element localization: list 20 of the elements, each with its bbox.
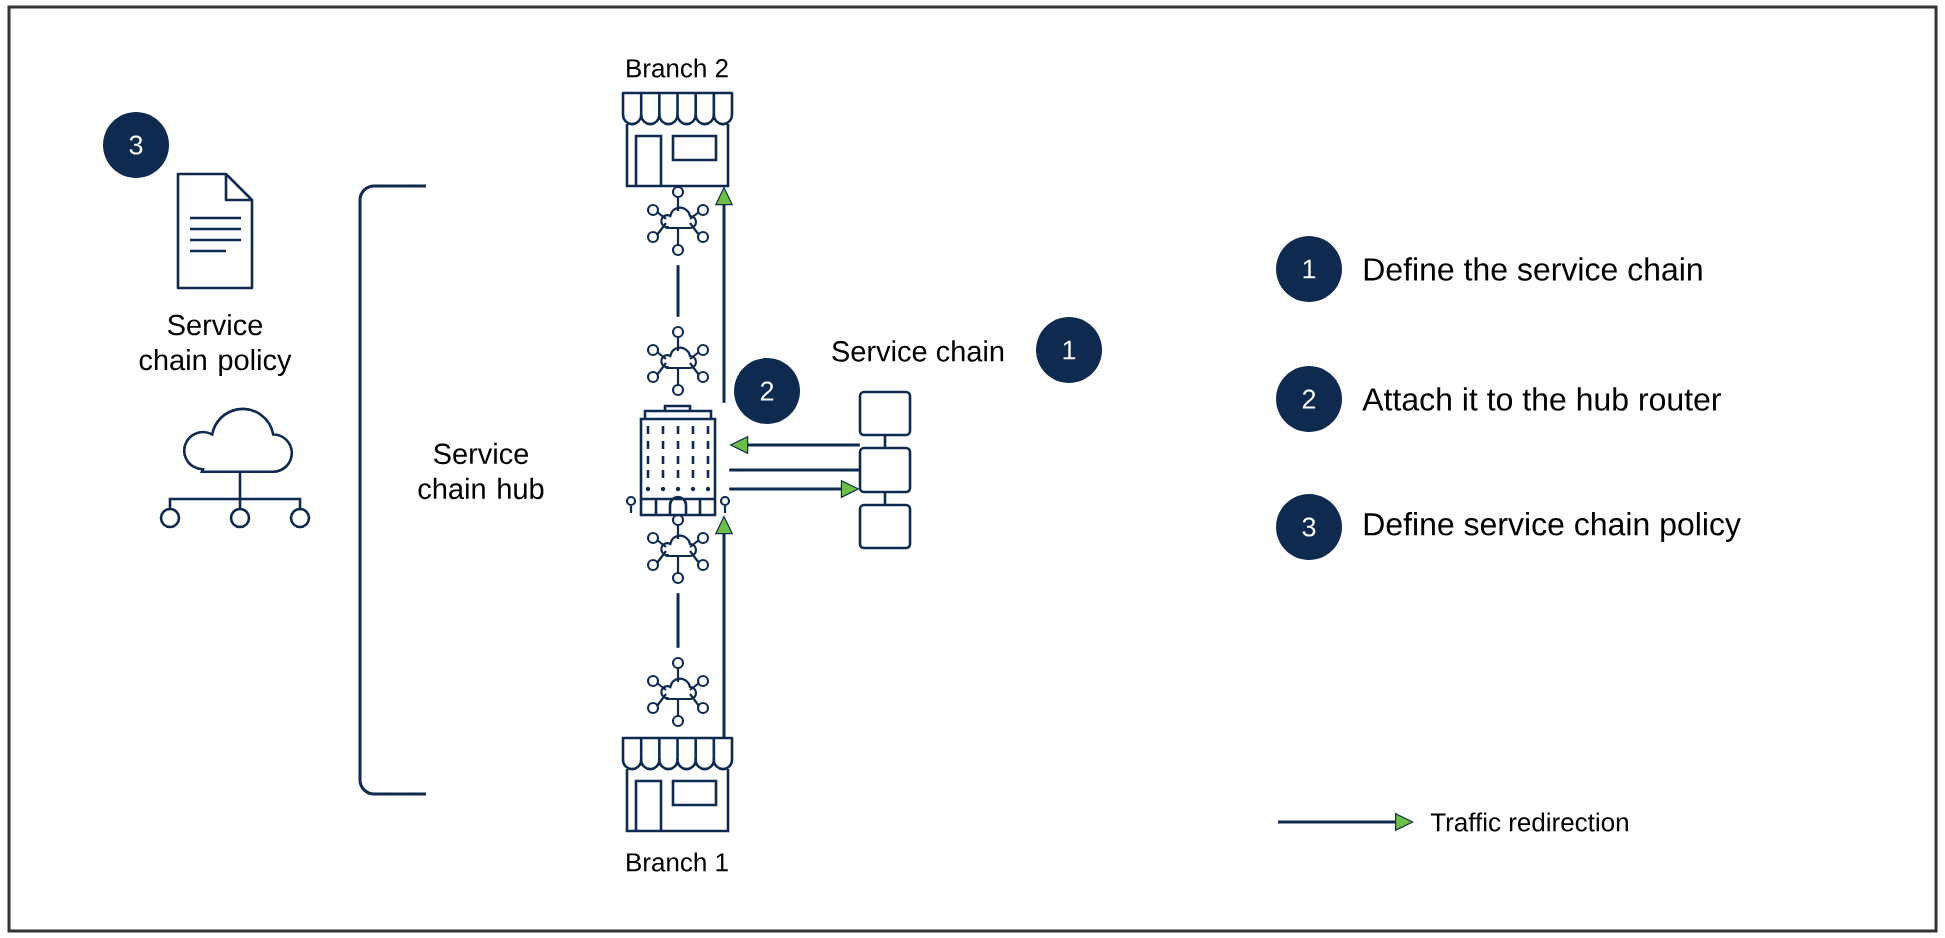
number-badge: 2 (1276, 366, 1342, 432)
step-text: Define the service chain (1364, 257, 1702, 281)
text-label: Service chain policy (139, 314, 292, 376)
network-icon (646, 513, 710, 585)
step-text: Attach it to the hub router (1362, 387, 1721, 411)
number-badge: 1 (1036, 317, 1102, 383)
step-text: Define service chain policy (1364, 512, 1741, 542)
node-label: Branch 2 (627, 58, 728, 78)
number-badge: 2 (734, 358, 800, 424)
building-icon (625, 404, 731, 517)
number-badge: 1 (1276, 236, 1342, 302)
network-icon (646, 656, 710, 728)
network-icon (646, 185, 710, 257)
text-label: Service chain hub (418, 442, 544, 500)
number-badge: 3 (1276, 494, 1342, 560)
node-label: Service chain (832, 340, 1004, 362)
legend-text: Traffic redirection (1430, 812, 1628, 832)
node-label: Branch 1 (627, 852, 728, 872)
number-badge: 3 (103, 112, 169, 178)
network-icon (646, 325, 710, 397)
